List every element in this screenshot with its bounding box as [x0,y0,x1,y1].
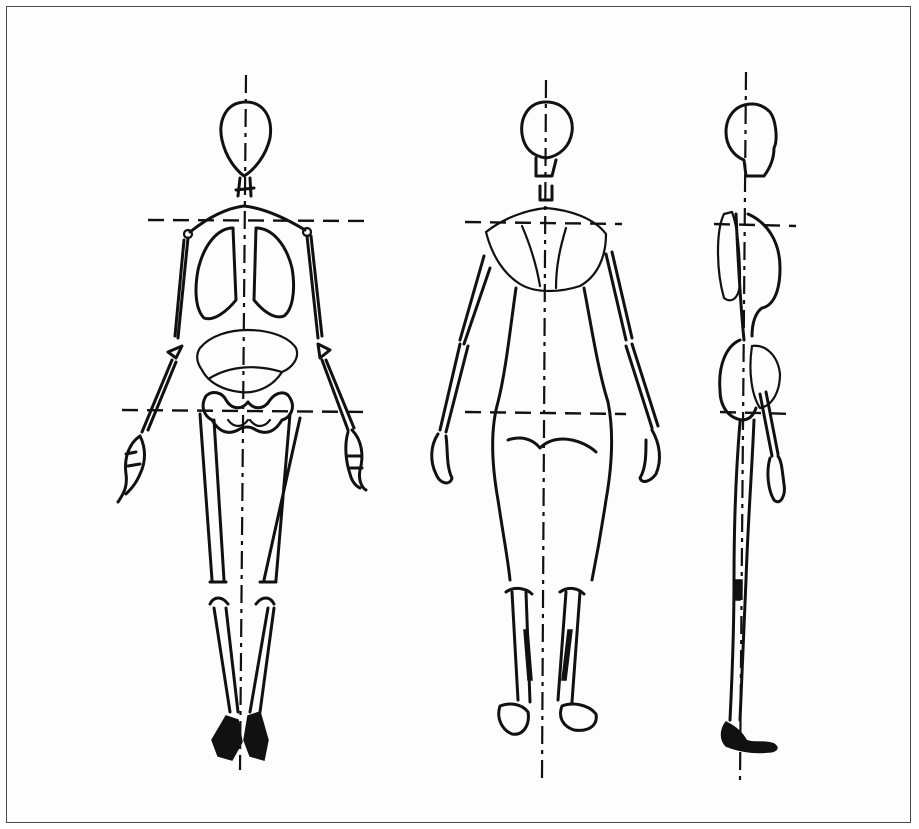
back-right-foot [561,704,597,730]
front-right-elbow [318,344,330,358]
front-left-knee [210,582,228,604]
front-left-femur [200,414,224,580]
front-right-hand [346,430,366,490]
back-torso-outline [493,288,612,580]
side-leg-back [730,422,740,720]
back-left-forearm [440,344,468,432]
front-shoulder-line [148,220,368,221]
side-spine-front [736,214,744,340]
front-left-lung [196,228,236,319]
side-head [726,104,776,176]
front-stomach-hatched [197,330,297,392]
side-knee [734,580,742,600]
front-stomach-line [210,367,282,378]
back-view-figure [432,80,660,778]
side-belly-hatched [750,346,780,408]
front-left-hand [118,436,145,502]
front-left-shin [214,608,238,712]
back-right-upper-arm [606,252,632,340]
back-right-forearm [626,344,658,428]
front-left-elbow [168,346,182,358]
front-right-lung [254,228,294,317]
side-foot [722,722,777,753]
back-buttocks [508,438,596,452]
front-left-forearm [142,360,176,432]
side-hand [768,456,784,502]
front-clavicle [190,206,305,232]
back-head [522,102,573,158]
front-right-knee [256,582,276,604]
back-left-foot [499,704,529,734]
front-right-upper-arm [307,236,322,338]
side-shoulder-line [714,224,796,226]
side-forearm [760,392,778,456]
side-leg-front [740,420,754,720]
front-right-foot [244,712,268,760]
side-hip-line [720,412,794,414]
back-knees [506,588,584,594]
side-view-figure [714,72,796,780]
front-hip-sockets [228,420,270,426]
front-view-figure [118,75,368,770]
front-right-shin [250,608,274,712]
front-right-femur [264,414,300,580]
side-chest-profile [748,214,780,336]
back-hip-line [465,412,626,414]
front-hip-line [122,410,368,412]
back-achilles [524,630,572,680]
back-left-hand [432,434,452,483]
front-right-forearm [322,360,354,430]
back-right-hand [640,430,659,481]
front-left-upper-arm [175,238,188,338]
back-left-upper-arm [460,256,490,344]
back-shoulder-line [465,222,622,224]
back-center-axis [542,80,546,778]
front-left-foot [212,716,242,760]
